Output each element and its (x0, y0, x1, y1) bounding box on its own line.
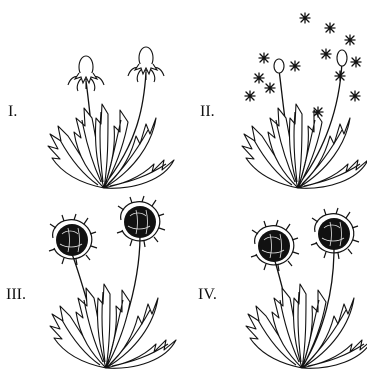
leaf-rosette-icon (50, 284, 176, 368)
panel-1-plant (48, 47, 174, 188)
dandelion-flower-icon (117, 196, 165, 247)
dandelion-flower-icon (311, 208, 359, 259)
dandelion-bud-icon (128, 47, 164, 82)
panel-3-plant (49, 196, 176, 368)
leaf-rosette-icon (242, 104, 367, 188)
panel-2-plant (242, 13, 367, 188)
dandelion-bud-icon (68, 56, 104, 91)
seed-head-icon (274, 50, 347, 73)
panel-4-plant (246, 208, 367, 368)
leaf-rosette-icon (246, 284, 367, 368)
